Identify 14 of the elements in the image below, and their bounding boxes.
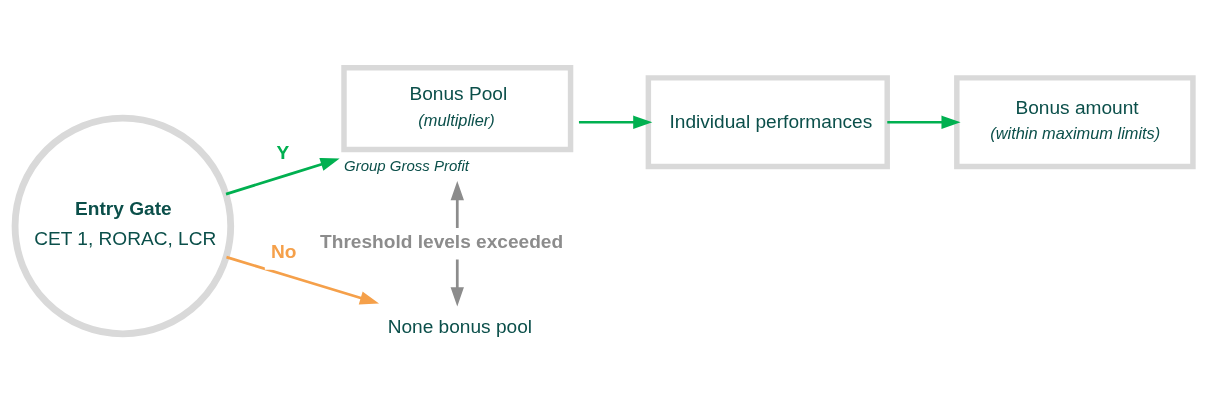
edge-label: Y — [276, 141, 290, 163]
arrow — [450, 181, 464, 307]
node-text: None bonus pool — [387, 315, 533, 337]
arrow — [225, 157, 340, 196]
arrow — [887, 115, 961, 129]
arrow — [226, 255, 380, 305]
node-circle: Entry Gate CET 1, RORAC, LCR — [11, 114, 235, 338]
node-label: Group Gross Profit — [343, 157, 470, 175]
arrow — [578, 115, 653, 129]
node-box: Bonus amount (within maximum limits) — [954, 75, 1196, 170]
edge-label: No — [270, 241, 297, 263]
edge-label: Threshold levels exceeded — [320, 231, 564, 253]
node-box: Bonus Pool (multiplier) — [341, 64, 574, 153]
node-box: Individual performances — [645, 75, 890, 170]
